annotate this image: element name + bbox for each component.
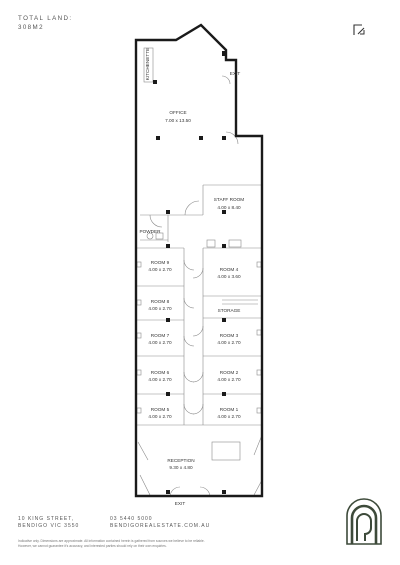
room-dims-room8: 4.00 x 2.70 [148, 306, 172, 311]
exit-label-top: EXIT [230, 71, 241, 76]
room-dims-room6: 4.00 x 2.70 [148, 377, 172, 382]
room-label-staff: STAFF ROOM [214, 197, 244, 202]
room-dims-room5: 4.00 x 2.70 [148, 414, 172, 419]
room-dims-room9: 4.00 x 2.70 [148, 267, 172, 272]
brand-arch-logo-icon [346, 498, 382, 545]
disclaimer: Indicative only. Dimensions are approxim… [18, 539, 328, 549]
room-dims-reception: 9.30 x 4.80 [169, 465, 193, 470]
total-land-block: TOTAL LAND: 308M2 [18, 14, 72, 32]
room-label-room1: ROOM 1 [220, 407, 239, 412]
room-label-room6: ROOM 6 [151, 370, 170, 375]
room-dims-room7: 4.00 x 2.70 [148, 340, 172, 345]
room-label-room7: ROOM 7 [151, 333, 170, 338]
disclaimer-line2: However, we cannot guarantee it's accura… [18, 543, 167, 548]
room-dims-room3: 4.00 x 2.70 [217, 340, 241, 345]
exit-label-bottom: EXIT [175, 501, 186, 506]
room-label-room5: ROOM 5 [151, 407, 170, 412]
north-arrow-icon [353, 24, 365, 35]
room-dims-office: 7.00 x 13.50 [165, 118, 191, 123]
address-line2: BENDIGO VIC 3550 [18, 523, 80, 529]
address-line1: 10 KING STREET, [18, 516, 75, 522]
room-label-office: OFFICE [169, 110, 186, 115]
room-dims-room4: 4.00 x 3.60 [217, 274, 241, 279]
phone-number: 03 5440 5000 [110, 516, 153, 522]
room-label-storage: STORAGE [218, 308, 241, 313]
room-label-room4: ROOM 4 [220, 267, 239, 272]
address-block: 10 KING STREET, BENDIGO VIC 3550 [18, 516, 79, 530]
contact-block: 03 5440 5000 BENDIGOREALESTATE.COM.AU [110, 516, 210, 530]
room-dims-room2: 4.00 x 2.70 [217, 377, 241, 382]
room-label-room9: ROOM 9 [151, 260, 170, 265]
room-label-room8: ROOM 8 [151, 299, 170, 304]
website-link[interactable]: BENDIGOREALESTATE.COM.AU [110, 523, 211, 529]
disclaimer-line1: Indicative only. Dimensions are approxim… [18, 539, 205, 543]
room-label-reception: RECEPTION [167, 458, 194, 463]
room-label-room2: ROOM 2 [220, 370, 239, 375]
room-dims-room1: 4.00 x 2.70 [217, 414, 241, 419]
total-land-value: 308M2 [18, 24, 44, 31]
room-label-room3: ROOM 3 [220, 333, 239, 338]
room-label-powder: POWDER [139, 229, 161, 234]
room-label-kitchenette: KITCHENETTE [145, 48, 150, 81]
total-land-label: TOTAL LAND: [18, 15, 73, 22]
room-dims-staff: 4.00 x 8.40 [217, 205, 241, 210]
